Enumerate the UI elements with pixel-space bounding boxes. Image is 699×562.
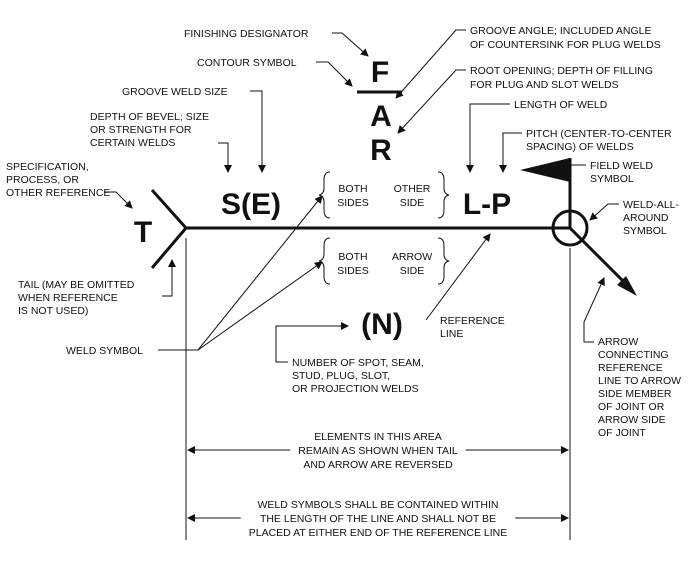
brace-top-right (437, 171, 450, 219)
label-number-1: NUMBER OF SPOT, SEAM, (292, 357, 424, 369)
label-elements-3: AND ARROW ARE REVERSED (303, 459, 453, 471)
label-weld-symbol: WELD SYMBOL (66, 345, 143, 357)
label-elements-1: ELEMENTS IN THIS AREA (314, 431, 442, 443)
label-around-2: AROUND (623, 212, 669, 224)
both-sides-bottom-1: BOTH (338, 251, 367, 263)
label-arrow-8: OF JOINT (598, 427, 646, 439)
label-number-2: STUD, PLUG, SLOT, (292, 370, 390, 382)
label-elements-2: REMAIN AS SHOWN WHEN TAIL (298, 445, 458, 457)
label-arrow-3: REFERENCE (598, 362, 663, 374)
label-around-1: WELD-ALL- (623, 199, 680, 211)
label-contained-2: THE LENGTH OF THE LINE AND SHALL NOT BE (260, 513, 496, 525)
label-contained-1: WELD SYMBOLS SHALL BE CONTAINED WITHIN (258, 499, 499, 511)
label-root-1: ROOT OPENING; DEPTH OF FILLING (470, 65, 653, 77)
label-groove-size: GROOVE WELD SIZE (122, 86, 228, 98)
label-arrow-1: ARROW (598, 336, 638, 348)
label-depth-3: CERTAIN WELDS (90, 137, 175, 149)
leader-around (589, 203, 619, 221)
leader-number (275, 322, 349, 363)
leader-groove-angle (395, 29, 466, 99)
other-side-1: OTHER (394, 183, 431, 195)
label-arrow-4: LINE TO ARROW (598, 375, 681, 387)
leader-groove-size (250, 90, 266, 173)
label-field-1: FIELD WELD (590, 160, 653, 172)
leader-spec (104, 191, 133, 209)
label-tail-1: TAIL (MAY BE OMITTED (18, 279, 135, 291)
label-finishing: FINISHING DESIGNATOR (184, 28, 309, 40)
label-pitch-1: PITCH (CENTER-TO-CENTER (526, 128, 672, 140)
label-refline-2: LINE (440, 328, 463, 340)
label-depth-2: OR STRENGTH FOR (90, 124, 192, 136)
symbol-N: (N) (361, 308, 403, 341)
label-arrow-7: ARROW SIDE (598, 414, 666, 426)
label-groove-angle-1: GROOVE ANGLE; INCLUDED ANGLE (470, 25, 651, 37)
label-tail-2: WHEN REFERENCE (18, 292, 118, 304)
label-spec-3: OTHER REFERENCE (6, 187, 110, 199)
label-pitch-2: SPACING) OF WELDS (526, 141, 634, 153)
symbol-A: A (370, 100, 392, 133)
label-contained-3: PLACED AT EITHER END OF THE REFERENCE LI… (249, 527, 507, 539)
label-root-2: FOR PLUG AND SLOT WELDS (470, 79, 619, 91)
both-sides-bottom-2: SIDES (337, 265, 369, 277)
symbol-SE: S(E) (221, 188, 281, 221)
label-refline-1: REFERENCE (440, 315, 505, 327)
leader-tail (162, 259, 176, 297)
leader-contour (316, 61, 353, 87)
leader-length (466, 103, 510, 173)
other-side-2: SIDE (400, 197, 425, 209)
label-spec-1: SPECIFICATION, (6, 161, 89, 173)
label-contour: CONTOUR SYMBOL (197, 57, 297, 69)
brace-top-left (318, 171, 331, 219)
label-field-2: SYMBOL (590, 173, 634, 185)
leader-finishing (332, 32, 369, 57)
tail-lower (150, 227, 188, 269)
label-spec-2: PROCESS, OR (6, 174, 79, 186)
leader-pitch (499, 132, 522, 173)
label-groove-angle-2: OF COUNTERSINK FOR PLUG WELDS (470, 39, 661, 51)
brace-bottom-left (318, 237, 331, 285)
arrow-line (568, 226, 628, 286)
arrow-side-1: ARROW (392, 251, 432, 263)
label-depth-1: DEPTH OF BEVEL; SIZE (90, 111, 209, 123)
symbol-LP: L-P (463, 188, 511, 221)
leader-weld-symbol-2 (197, 261, 323, 351)
label-tail-3: IS NOT USED) (18, 305, 88, 317)
leader-refline (425, 233, 491, 321)
field-weld-flag (520, 158, 570, 182)
both-sides-top-1: BOTH (338, 183, 367, 195)
leader-root (397, 69, 466, 134)
symbol-R: R (370, 134, 392, 167)
label-arrow-6: OF JOINT OR (598, 401, 665, 413)
label-around-3: SYMBOL (623, 225, 667, 237)
symbol-F: F (371, 56, 389, 89)
leader-depth (218, 142, 232, 173)
both-sides-top-2: SIDES (337, 197, 369, 209)
brace-bottom-right (437, 237, 450, 285)
arrow-head (617, 276, 637, 296)
tail-upper (150, 188, 188, 230)
leader-arrow (583, 277, 605, 343)
label-number-3: OR PROJECTION WELDS (292, 383, 419, 395)
label-length: LENGTH OF WELD (514, 99, 608, 111)
label-arrow-2: CONNECTING (598, 349, 669, 361)
symbol-T: T (134, 216, 152, 249)
label-arrow-5: SIDE MEMBER (598, 388, 672, 400)
arrow-side-2: SIDE (400, 265, 425, 277)
